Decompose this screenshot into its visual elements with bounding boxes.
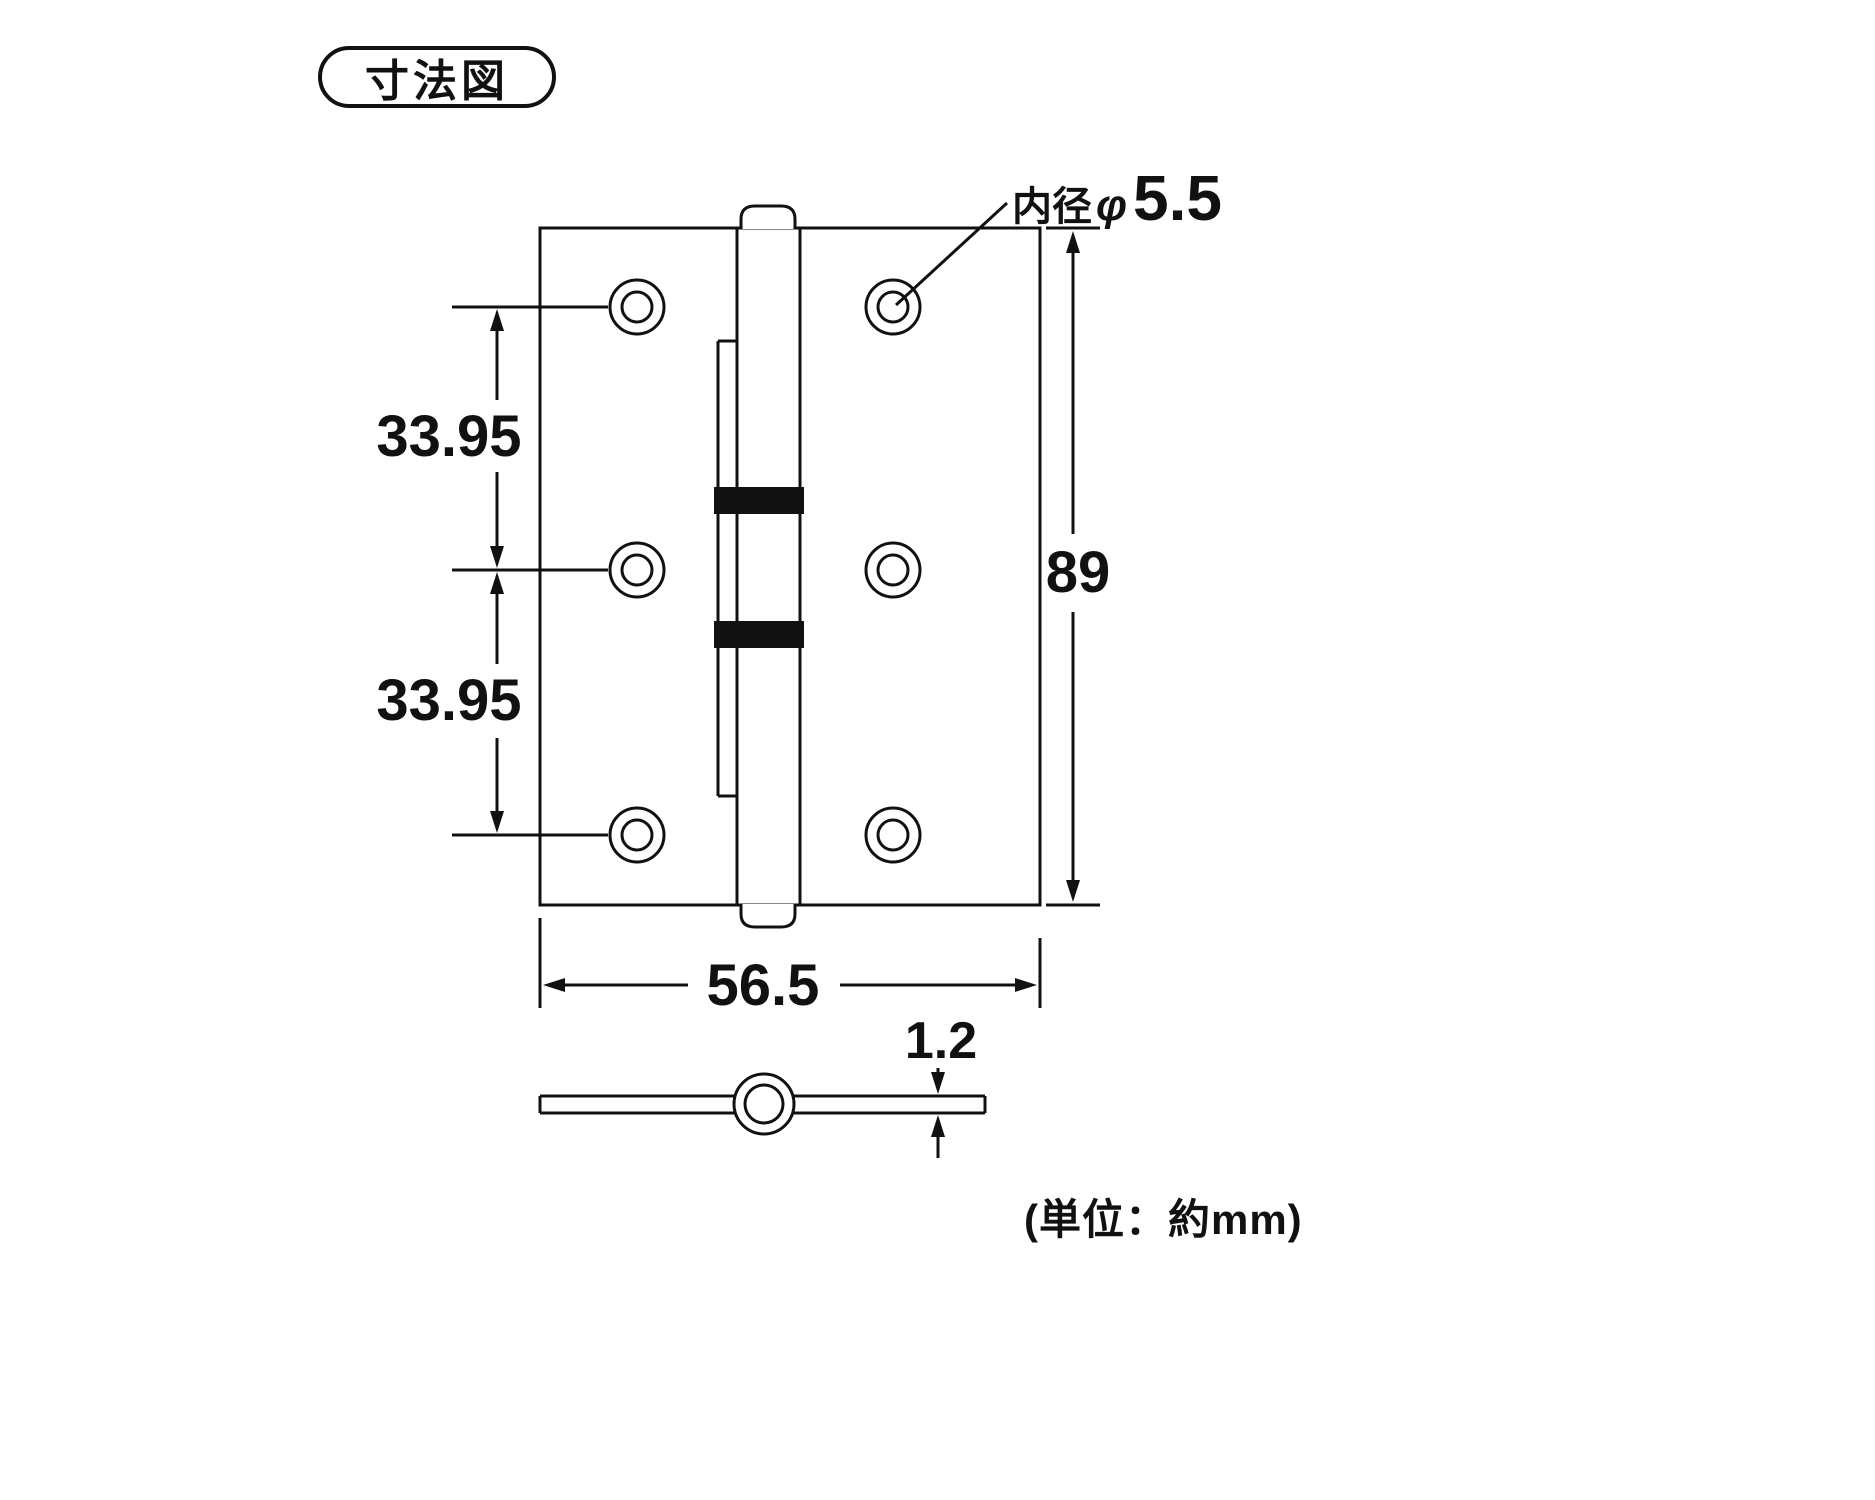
dimension-hole-spacing-lower: 33.95 [376, 572, 522, 833]
hinge-front-view [538, 204, 1042, 929]
unit-note: (単位：約mm) [1024, 1196, 1303, 1243]
arrow-down-icon [1066, 880, 1080, 902]
dimension-hole-spacing-upper: 33.95 [376, 309, 522, 568]
inner-diameter-label: 内径φ5.5 [1012, 162, 1222, 234]
hole-inner-ring [876, 818, 910, 852]
title-pill: 寸法図 [318, 46, 556, 108]
dimension-value-overall-height: 89 [1046, 540, 1111, 605]
inner-diameter-prefix: 内径 [1012, 185, 1092, 229]
arrow-up-icon [931, 1115, 945, 1137]
screw-hole-top-left [608, 278, 666, 336]
dimension-overall-height: 89 [1046, 226, 1111, 907]
dimension-plate-thickness: 1.2 [905, 1012, 977, 1158]
arrow-down-icon [931, 1072, 945, 1094]
hole-inner-ring [876, 553, 910, 587]
dimension-value-hole-spacing-upper: 33.95 [376, 404, 521, 469]
hole-inner-ring [620, 553, 654, 587]
screw-hole-bottom-left [608, 806, 666, 864]
arrow-right-icon [1015, 978, 1037, 992]
page-title: 寸法図 [365, 57, 509, 106]
knuckle-gap-upper [714, 487, 804, 514]
knuckle-gap-lower [714, 621, 804, 648]
screw-hole-top-right [864, 278, 922, 336]
arrow-up-icon [490, 309, 504, 331]
pin-cap-bottom [739, 904, 797, 929]
arrow-up-icon [1066, 231, 1080, 253]
dimension-value-hole-spacing-lower: 33.95 [376, 668, 521, 733]
hinge-side-view [538, 1072, 987, 1136]
inner-diameter-callout: 内径φ5.5 [894, 162, 1222, 307]
dimension-overall-width: 56.5 [538, 918, 1042, 1018]
pin-cap-top [739, 204, 797, 229]
phi-symbol: φ [1096, 181, 1127, 230]
screw-hole-middle-right [864, 541, 922, 599]
inner-diameter-value: 5.5 [1133, 162, 1222, 234]
hole-inner-ring [620, 818, 654, 852]
knuckle-barrel-inner [743, 1083, 785, 1125]
dimension-value-overall-width: 56.5 [707, 953, 820, 1018]
arrow-down-icon [490, 811, 504, 833]
arrow-up-icon [490, 572, 504, 594]
dimension-value-plate-thickness: 1.2 [905, 1012, 977, 1070]
hole-extension-lines [452, 305, 608, 837]
screw-hole-middle-left [608, 541, 666, 599]
screw-hole-bottom-right [864, 806, 922, 864]
leader-line [894, 201, 1009, 307]
hole-inner-ring [620, 290, 654, 324]
arrow-down-icon [490, 546, 504, 568]
arrow-left-icon [543, 978, 565, 992]
